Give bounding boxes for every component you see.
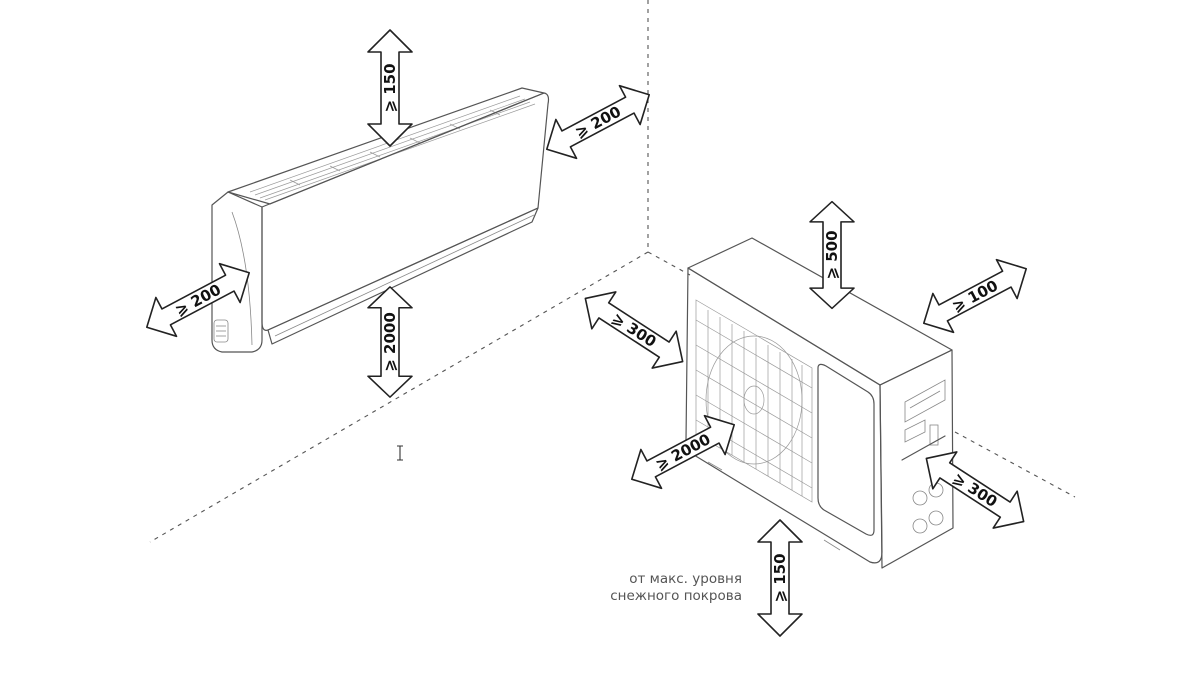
arrow-outdoor-front: ⩾ 2000 — [620, 404, 746, 500]
arrow-indoor-bottom: ⩾ 2000 — [367, 286, 413, 398]
snow-level-note: от макс. уровня снежного покрова — [610, 571, 742, 604]
label-outdoor-front: ⩾ 2000 — [652, 430, 713, 474]
arrow-outdoor-right: ⩾ 300 — [913, 439, 1037, 541]
label-indoor-side-left: ⩾ 200 — [172, 281, 224, 320]
outdoor-fan-grille — [695, 299, 813, 503]
label-outdoor-top: ⩾ 500 — [823, 230, 841, 279]
snow-note-line1: от макс. уровня — [629, 571, 742, 587]
snow-note-line2: снежного покрова — [610, 588, 742, 604]
label-indoor-side-right: ⩾ 200 — [572, 103, 624, 142]
text-cursor-icon — [397, 445, 403, 461]
arrow-outdoor-bottom: ⩾ 150 — [757, 519, 803, 637]
arrow-indoor-side-left: ⩾ 200 — [135, 252, 261, 348]
indoor-unit — [211, 87, 550, 353]
arrow-indoor-top: ⩾ 150 — [367, 29, 413, 147]
arrow-indoor-side-right: ⩾ 200 — [535, 74, 661, 170]
arrow-outdoor-back: ⩾ 100 — [912, 248, 1038, 344]
label-indoor-bottom: ⩾ 2000 — [381, 312, 399, 372]
label-outdoor-bottom: ⩾ 150 — [771, 553, 789, 602]
arrow-outdoor-top: ⩾ 500 — [809, 200, 855, 310]
label-indoor-top: ⩾ 150 — [381, 63, 399, 112]
indoor-top-grille — [249, 95, 536, 201]
arrow-outdoor-left: ⩾ 300 — [572, 279, 696, 381]
label-outdoor-back: ⩾ 100 — [949, 277, 1001, 316]
room-guide-lines — [149, 0, 1076, 543]
